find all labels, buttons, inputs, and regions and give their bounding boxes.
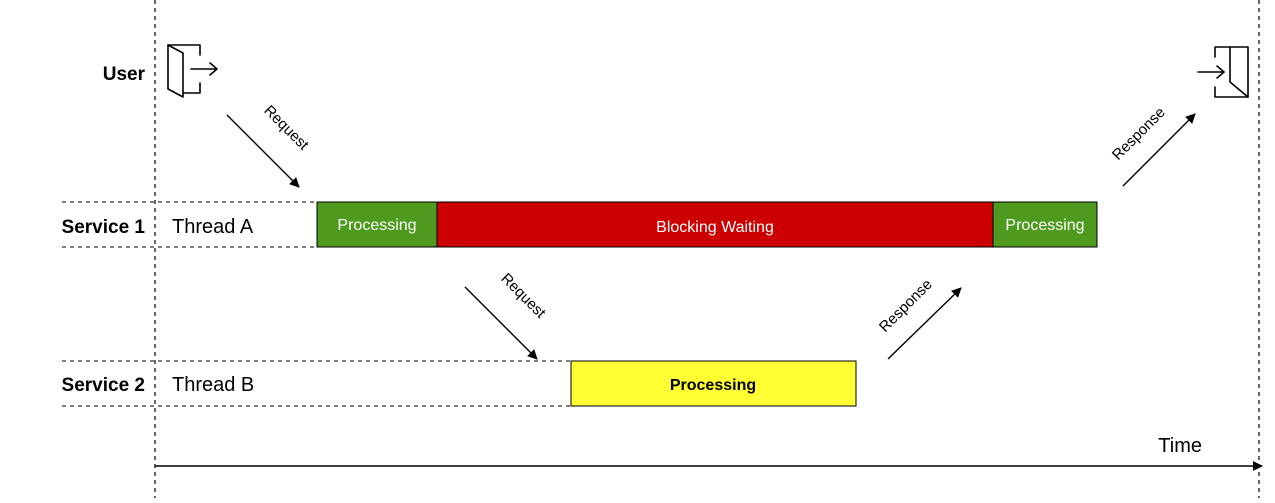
s2-response-label: Response bbox=[876, 276, 936, 336]
s2-processing-label: Processing bbox=[670, 377, 756, 394]
thread-label-b: Thread B bbox=[172, 374, 254, 396]
s1-processing-end-rect bbox=[992, 201, 1098, 248]
user-response-arrow bbox=[1122, 113, 1196, 187]
s1-blocking-waiting-rect bbox=[436, 201, 994, 248]
s1-processing-start-bar: Processing bbox=[316, 201, 438, 248]
s1-blocking-waiting-bar: Blocking Waiting bbox=[436, 201, 994, 248]
time-axis-label: Time bbox=[1158, 435, 1202, 457]
s2-response-arrow bbox=[887, 287, 962, 360]
user-request-label: Request bbox=[260, 102, 312, 154]
s1-processing-start-rect bbox=[316, 201, 438, 248]
s1-processing-start-label: Processing bbox=[337, 217, 416, 234]
s1-processing-end-bar: Processing bbox=[992, 201, 1098, 248]
exit-door-icon bbox=[167, 44, 218, 98]
user-response-label: Response bbox=[1109, 104, 1169, 164]
user-request-arrow bbox=[226, 114, 300, 188]
row-label-service2: Service 2 bbox=[62, 375, 145, 396]
row-label-service1: Service 1 bbox=[62, 217, 146, 238]
s2-request-arrow bbox=[464, 286, 538, 360]
s2-processing-bar: Processing bbox=[570, 360, 857, 407]
s1-blocking-waiting-label: Blocking Waiting bbox=[656, 219, 774, 236]
row-label-user: User bbox=[103, 64, 146, 85]
s2-processing-rect bbox=[570, 360, 857, 407]
thread-label-a: Thread A bbox=[172, 216, 254, 238]
s1-processing-end-label: Processing bbox=[1005, 217, 1084, 234]
s2-request-label: Request bbox=[497, 270, 549, 322]
enter-door-icon bbox=[1197, 46, 1249, 98]
